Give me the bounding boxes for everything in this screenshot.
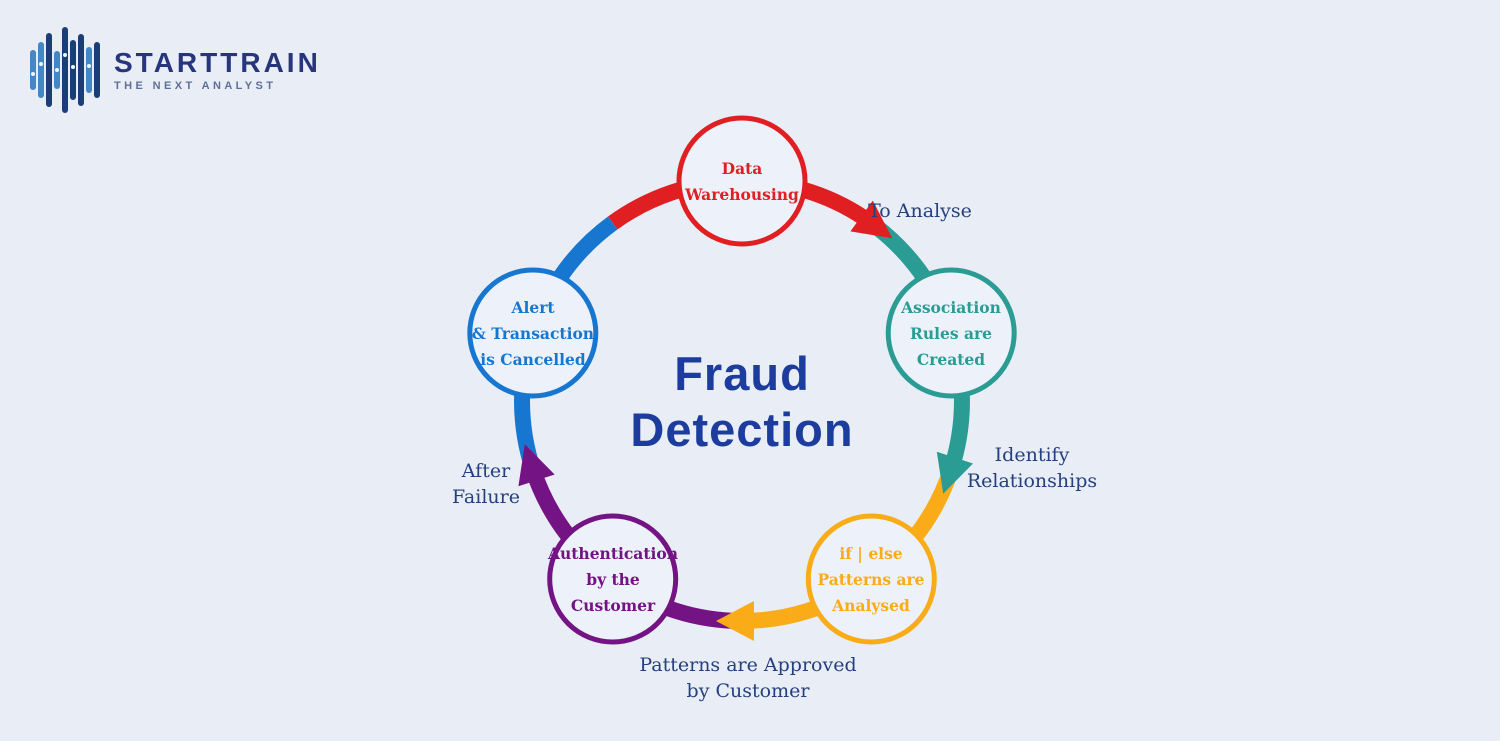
brand-tagline: THE NEXT ANALYST bbox=[114, 80, 277, 93]
logo-bar bbox=[46, 33, 52, 107]
brand-name: STARTTRAIN bbox=[114, 46, 321, 78]
node-label-line: Warehousing bbox=[684, 185, 799, 204]
node-label-line: Patterns are bbox=[817, 570, 924, 589]
connector-label-to-analyse: To Analyse bbox=[868, 200, 972, 222]
node-circle-association-rules bbox=[885, 267, 1017, 399]
logo-bar-dot bbox=[31, 71, 35, 76]
logo-bar bbox=[54, 51, 60, 89]
connector-label-after-failure: After Failure bbox=[452, 460, 520, 508]
title-line: Detection bbox=[630, 403, 853, 456]
logo-bar bbox=[30, 50, 36, 90]
logo-bar-dot bbox=[71, 65, 75, 70]
node-label-line: by the bbox=[586, 570, 640, 589]
connector-label-line: Patterns are Approved bbox=[639, 654, 856, 676]
arrowhead-identify-relationships bbox=[936, 451, 973, 494]
node-label-line: Created bbox=[917, 350, 985, 369]
arrowhead-patterns-approved bbox=[716, 601, 754, 641]
connector-label-line: After bbox=[461, 460, 511, 482]
node-label-line: Data bbox=[722, 159, 763, 178]
node-label-line: Alert bbox=[510, 298, 555, 317]
node-label-line: & Transaction bbox=[472, 324, 594, 343]
logo-bar-dot bbox=[39, 62, 43, 67]
node-label-line: if | else bbox=[839, 544, 902, 563]
node-if-else-patterns: if | else Patterns are Analysed bbox=[805, 513, 937, 645]
node-circle-if-else-patterns bbox=[805, 513, 937, 645]
node-circle-data-warehousing bbox=[676, 115, 808, 247]
node-circle-authentication bbox=[547, 513, 679, 645]
logo-bar-dot bbox=[55, 68, 59, 73]
node-label-line: Rules are bbox=[910, 324, 992, 343]
node-label-line: is Cancelled bbox=[480, 350, 586, 369]
arrowhead-after-failure bbox=[518, 444, 555, 487]
node-label-line: Analysed bbox=[831, 596, 910, 615]
logo-bar bbox=[62, 27, 68, 113]
logo-bar-dot bbox=[63, 52, 67, 57]
node-alert-transaction: Alert & Transaction is Cancelled bbox=[467, 267, 599, 399]
logo-bar bbox=[86, 47, 92, 93]
node-association-rules: Association Rules are Created bbox=[885, 267, 1017, 399]
node-data-warehousing: Data Warehousing bbox=[676, 115, 808, 247]
connector-label-line: by Customer bbox=[687, 680, 811, 702]
page-title: Fraud Detection bbox=[630, 347, 853, 456]
logo-bar-dot bbox=[87, 64, 91, 69]
connector-label-patterns-approved: Patterns are Approved by Customer bbox=[639, 654, 856, 702]
logo-text: STARTTRAIN THE NEXT ANALYST bbox=[114, 46, 321, 93]
logo-bar bbox=[78, 34, 84, 106]
logo-bar bbox=[70, 40, 76, 100]
node-circle-alert-transaction bbox=[467, 267, 599, 399]
connector-label-line: Identify bbox=[995, 444, 1070, 466]
connector-label-line: Failure bbox=[452, 486, 520, 508]
node-authentication: Authentication by the Customer bbox=[547, 513, 679, 645]
node-label-line: Association bbox=[900, 298, 1001, 317]
logo: STARTTRAIN THE NEXT ANALYST bbox=[30, 26, 321, 114]
connector-label-identify-relationships: Identify Relationships bbox=[967, 444, 1097, 492]
title-line: Fraud bbox=[674, 347, 810, 400]
logo-bar bbox=[38, 42, 44, 98]
equalizer-bars-icon bbox=[30, 26, 100, 114]
connector-label-line: Relationships bbox=[967, 470, 1097, 492]
arrowhead-to-analyse bbox=[850, 200, 893, 239]
node-label-line: Authentication bbox=[547, 544, 678, 563]
node-label-line: Customer bbox=[571, 596, 656, 615]
logo-bar bbox=[94, 42, 100, 98]
